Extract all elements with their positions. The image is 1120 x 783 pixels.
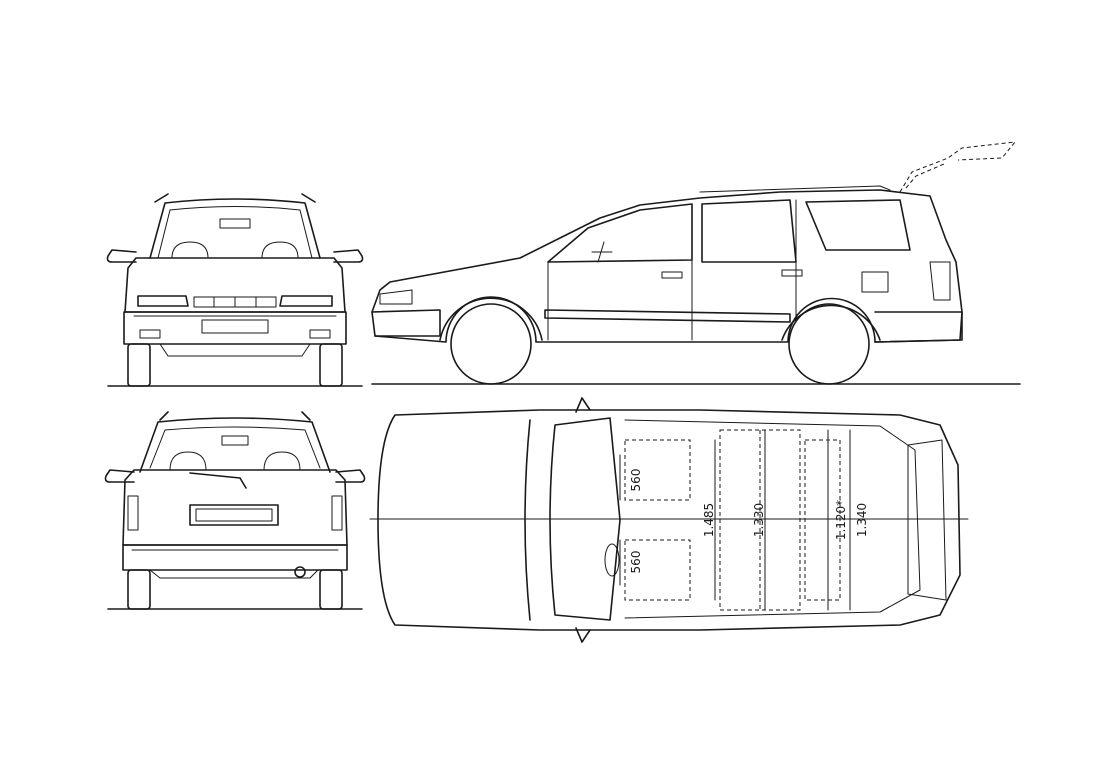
dim-length-rear: 1.120* (834, 500, 848, 540)
dim-length-mid: 1.330 (752, 503, 766, 537)
top-view: 560 560 1.485 1.330 1.120* 1.340 (369, 397, 969, 643)
dim-length-cargo: 1.340 (855, 503, 869, 537)
rear-view (104, 411, 366, 610)
side-view (371, 141, 1021, 385)
dim-length-front: 1.485 (702, 503, 716, 537)
seat-layout (624, 429, 841, 611)
dim-hip-front: 560 (629, 551, 643, 574)
front-view (106, 193, 364, 387)
dim-shoulder-front: 560 (629, 469, 643, 492)
